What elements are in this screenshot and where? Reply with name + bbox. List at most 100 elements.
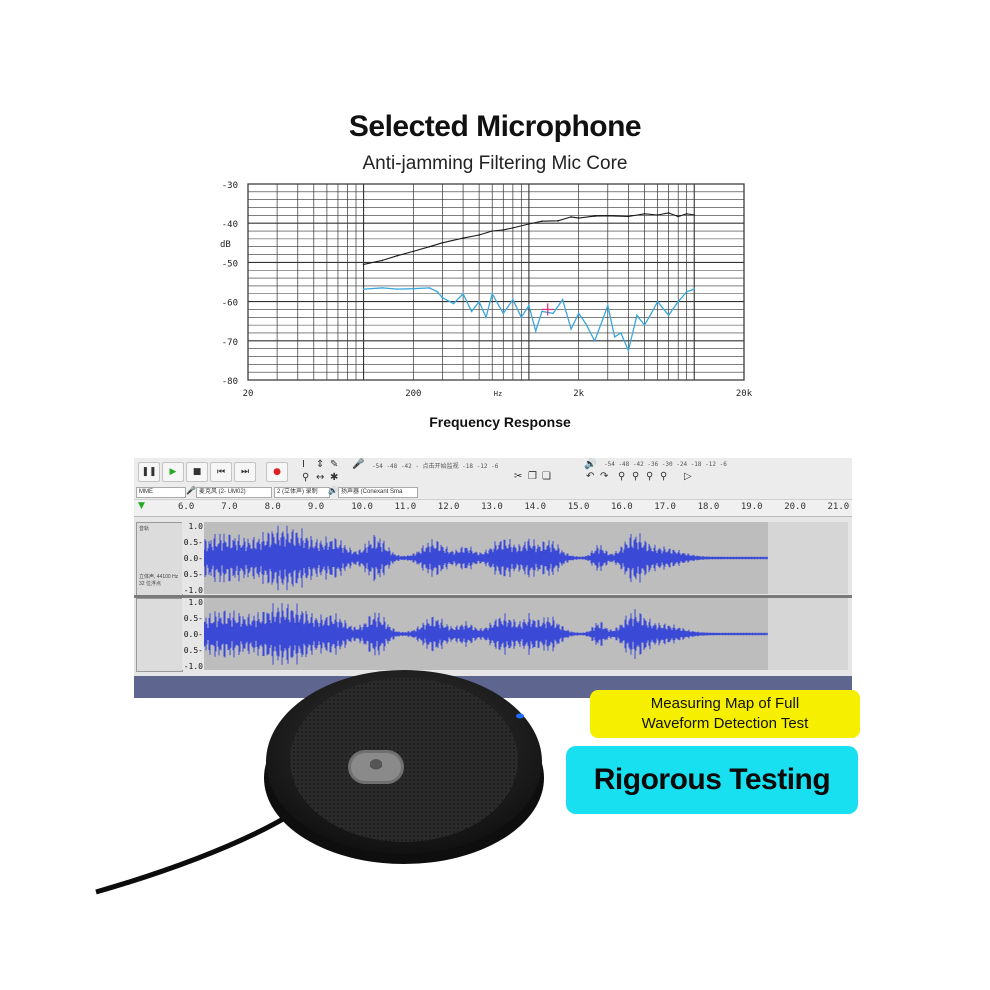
input-mic-icon: 🎤 (186, 486, 196, 495)
series-point-2 (552, 312, 554, 315)
series-point-2 (602, 318, 604, 321)
amplitude-label: 0.0- (183, 630, 203, 639)
empty-track-region[interactable] (768, 522, 848, 594)
series-point-2 (627, 349, 630, 352)
series-point-2 (441, 296, 444, 299)
series-point-1 (693, 214, 696, 216)
track-format-bits: 32 位浮点 (139, 581, 161, 587)
ruler-label: 8.0 (264, 502, 281, 512)
host-select[interactable]: MME (136, 487, 186, 498)
track-control-panel-2[interactable] (136, 598, 183, 672)
envelope-tool-icon[interactable]: ⇕ (316, 459, 325, 470)
series-point-2 (520, 316, 523, 319)
ruler-label: 18.0 (697, 502, 720, 512)
series-point-2 (452, 302, 455, 305)
series-point-1 (478, 234, 480, 236)
series-point-1 (362, 263, 365, 266)
input-device-select[interactable]: 麦克风 (2- UM02) (196, 487, 272, 498)
ruler-label: 12.0 (437, 502, 460, 512)
y-tick-label: -70 (222, 338, 238, 348)
series-point-1 (667, 212, 670, 214)
playback-meter-icon: 🔊 (584, 459, 597, 470)
series-point-2 (636, 314, 638, 317)
measuring-map-callout: Measuring Map of Full Waveform Detection… (590, 690, 860, 738)
series-point-1 (577, 217, 580, 219)
series-point-2 (677, 300, 680, 303)
amplitude-label: 0.0- (183, 554, 203, 563)
record-icon[interactable]: ● (266, 462, 288, 482)
pause-icon[interactable]: ❚❚ (138, 462, 160, 482)
series-point-1 (541, 220, 543, 223)
page-subtitle: Anti-jamming Filtering Mic Core (362, 153, 628, 174)
play-at-speed-icon[interactable]: ▷ (684, 471, 692, 482)
skip-end-icon[interactable]: ⏭ (234, 462, 256, 482)
series-point-1 (627, 215, 630, 218)
series-point-2 (593, 340, 596, 342)
series-point-2 (570, 328, 572, 330)
zoom-in-icon[interactable]: ⚲ (618, 471, 626, 482)
waveform-track-right[interactable] (203, 598, 768, 670)
transport-toolbar: ❚❚ ▶ ■ ⏮ ⏭ ● I ⇕ ✎ ⚲ ↔ ✱ 🎤 -54 -48 -42 -… (134, 458, 852, 486)
y-tick-label: -60 (222, 299, 238, 309)
paste-icon[interactable]: ❏ (542, 471, 551, 482)
zoom-tool-icon[interactable]: ⚲ (302, 472, 310, 483)
series-point-2 (693, 288, 696, 290)
series-point-1 (677, 215, 680, 218)
record-meter-scale[interactable]: -54 -48 -42 - 点击开始监视 -18 -12 -6 (372, 463, 499, 470)
output-device-select[interactable]: 扬声器 (Conexant Sma (338, 487, 418, 498)
waveform-track-left[interactable] (203, 522, 768, 594)
series-point-1 (512, 227, 514, 229)
ruler-label: 20.0 (784, 502, 806, 512)
select-tool-icon[interactable]: I (302, 459, 305, 470)
x-tick-label: 2k (573, 389, 584, 399)
ruler-label: 16.0 (611, 502, 633, 512)
channels-select[interactable]: 2 (立体声) 录制 (274, 487, 330, 498)
fit-selection-icon[interactable]: ⚲ (646, 471, 654, 482)
series-point-2 (613, 336, 616, 338)
series-point-2 (478, 300, 480, 303)
skip-start-icon[interactable]: ⏮ (210, 462, 232, 482)
amplitude-label: -1.0 (183, 586, 203, 595)
copy-icon[interactable]: ❐ (528, 471, 537, 482)
series-point-1 (643, 212, 646, 215)
empty-track-region-2[interactable] (768, 598, 848, 670)
series-point-2 (428, 287, 431, 289)
series-point-1 (606, 214, 609, 217)
amplitude-label: 1.0 (188, 522, 203, 531)
multi-tool-icon[interactable]: ✱ (330, 472, 339, 483)
draw-tool-icon[interactable]: ✎ (330, 459, 339, 470)
track-name[interactable]: 音轨 (139, 526, 150, 532)
device-toolbar: MME 🎤 麦克风 (2- UM02) 2 (立体声) 录制 🔊 扬声器 (Co… (134, 485, 852, 500)
series-point-2 (462, 292, 464, 295)
series-point-1 (502, 229, 505, 231)
series-point-2 (412, 287, 415, 290)
undo-icon[interactable]: ↶ (586, 471, 595, 482)
x-tick-label: Hz (494, 390, 502, 398)
series-point-2 (667, 314, 670, 317)
cut-icon[interactable]: ✂ (514, 471, 523, 482)
amplitude-label: 0.5- (183, 646, 203, 655)
zoom-out-icon[interactable]: ⚲ (632, 471, 640, 482)
record-meter-icon: 🎤 (352, 459, 365, 470)
series-point-2 (541, 310, 543, 313)
ruler-label: 9.0 (307, 502, 325, 512)
series-point-2 (534, 330, 537, 332)
stop-icon[interactable]: ■ (186, 462, 208, 482)
measuring-map-line-1: Measuring Map of Full (650, 695, 800, 712)
track-divider[interactable] (134, 595, 852, 598)
playback-meter-scale[interactable]: -54 -48 -42 -36 -30 -24 -18 -12 -6 (604, 461, 727, 468)
redo-icon[interactable]: ↷ (600, 471, 609, 482)
series-point-1 (593, 215, 596, 217)
series-point-1 (441, 242, 444, 244)
ruler-label: 19.0 (740, 502, 763, 512)
audacity-window: ❚❚ ▶ ■ ⏮ ⏭ ● I ⇕ ✎ ⚲ ↔ ✱ 🎤 -54 -48 -42 -… (134, 458, 852, 698)
play-icon[interactable]: ▶ (162, 462, 184, 482)
track-control-panel[interactable]: 音轨 立体声, 44100 Hz 32 位浮点 (136, 522, 183, 596)
fit-project-icon[interactable]: ⚲ (660, 471, 668, 482)
timeshift-tool-icon[interactable]: ↔ (316, 472, 325, 483)
rigorous-testing-callout: Rigorous Testing (566, 746, 858, 814)
series-point-2 (436, 291, 439, 293)
